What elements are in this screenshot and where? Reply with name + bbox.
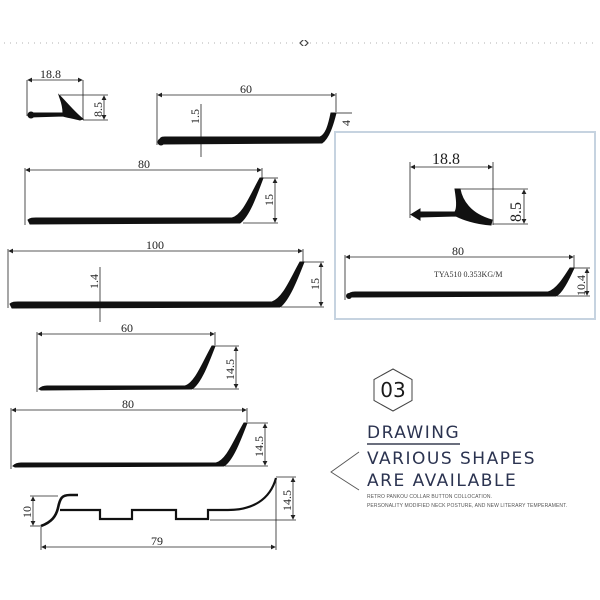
profile-100-thickness-label: 1.4 xyxy=(87,274,101,289)
box-bottom-width-label: 80 xyxy=(452,244,464,258)
profile-60-b-drawing: 60 14.5 xyxy=(36,321,239,392)
small-profile-height-label: 8.5 xyxy=(91,102,105,117)
box-bottom-profile-drawing: 80 TYA510 0.353KG/M 10.4 xyxy=(344,244,590,300)
profile-100-height-label: 15 xyxy=(308,278,322,290)
profile-80-b-drawing: 80 14.5 xyxy=(10,397,268,469)
box-top-height-label: 8.5 xyxy=(508,202,525,222)
subtext-line-1: RETRO PANKOU COLLAR BUTTON COLLOCATION. xyxy=(367,494,493,500)
diamond-icon xyxy=(299,40,309,46)
profile-79-left-height-label: 10 xyxy=(20,506,34,518)
profile-100-drawing: 100 1.4 15 xyxy=(7,238,324,322)
box-bottom-height-label: 10.4 xyxy=(574,275,588,296)
profile-60-b-height-label: 14.5 xyxy=(223,359,237,380)
profile-80-a-width-label: 80 xyxy=(138,157,150,171)
profile-60-top-drawing: 60 1.5 4 xyxy=(156,82,353,157)
profile-60-b-width-label: 60 xyxy=(121,321,133,335)
box-bottom-spec-label: TYA510 0.353KG/M xyxy=(434,270,502,279)
hexagon-icon xyxy=(373,368,413,412)
subtext-line-2: PERSONALITY MODIFIED NECK POSTURE, AND N… xyxy=(367,503,568,509)
profile-60-thickness-label: 1.5 xyxy=(188,109,202,124)
highlight-box xyxy=(334,131,596,320)
box-top-width-label: 18.8 xyxy=(432,151,460,168)
profile-100-width-label: 100 xyxy=(146,238,164,252)
profile-60-width-label: 60 xyxy=(240,82,252,96)
headline-line-1: VARIOUS SHAPES xyxy=(367,449,537,469)
box-top-profile-drawing: 18.8 8.5 xyxy=(409,151,528,226)
profile-80-a-drawing: 80 15 xyxy=(24,157,278,225)
headline-line-2: ARE AVAILABLE xyxy=(367,471,518,491)
section-title: DRAWING xyxy=(367,423,461,445)
chevron-left-icon xyxy=(330,451,360,491)
profile-60-height-label: 4 xyxy=(339,120,353,126)
small-profile-drawing: 18.8 8.5 xyxy=(26,67,108,121)
profile-80-b-width-label: 80 xyxy=(122,397,134,411)
profile-79-right-height-label: 14.5 xyxy=(280,490,294,511)
section-number: 03 xyxy=(380,378,406,402)
profile-79-drawing: 10 14.5 79 xyxy=(20,476,296,550)
section-number-badge: 03 xyxy=(372,368,414,412)
profile-79-width-label: 79 xyxy=(151,534,163,548)
small-profile-width-label: 18.8 xyxy=(40,67,61,81)
profile-80-b-height-label: 14.5 xyxy=(252,436,266,457)
top-divider xyxy=(4,40,598,46)
profile-80-a-height-label: 15 xyxy=(262,194,276,206)
